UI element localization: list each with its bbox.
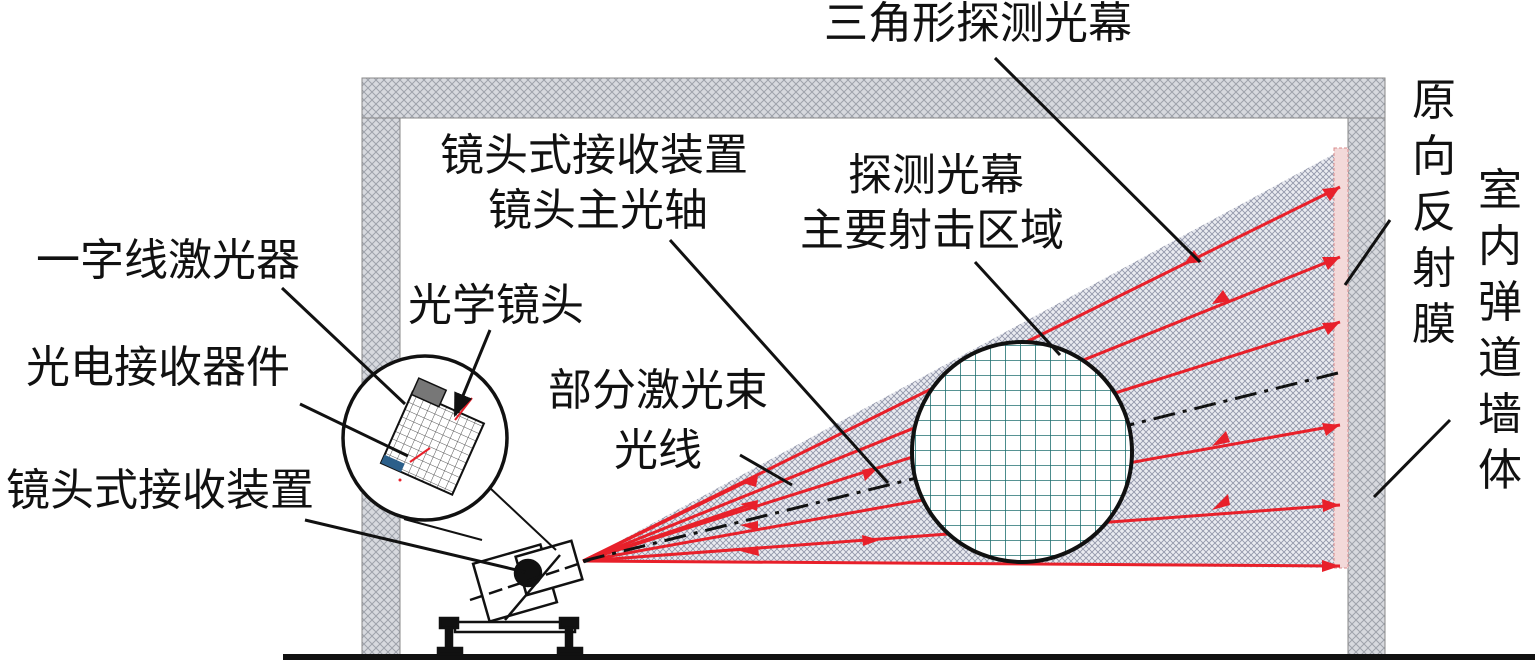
label-lens-axis-1: 镜头式接收装置: [440, 130, 748, 181]
svg-text:反: 反: [1412, 187, 1456, 238]
leader-lines: [280, 56, 1452, 574]
beam-arrow: [862, 535, 880, 546]
photo-receiver-strip: [380, 454, 405, 472]
laser-beam: [582, 503, 751, 563]
beam-arrow: [740, 476, 758, 487]
label-photo-receiver: 光电接收器件: [26, 342, 290, 393]
label-wall: 室 内 弹 道 墙 体: [1478, 165, 1522, 496]
beam-arrow: [1322, 499, 1340, 512]
label-impact-1: 探测光幕: [848, 150, 1024, 201]
leader-lens-axis: [668, 238, 890, 485]
leader-wall: [1372, 418, 1452, 499]
leader-line-laser: [280, 286, 407, 406]
svg-text:原: 原: [1412, 75, 1456, 126]
label-impact-2: 主要射击区域: [800, 205, 1064, 256]
tripod-leg-right: [556, 616, 584, 656]
svg-text:道: 道: [1478, 333, 1522, 384]
beam-arrow: [740, 521, 758, 531]
leader-beam: [739, 453, 793, 487]
beam-arrow: [1322, 560, 1340, 572]
beam-arrow: [1322, 322, 1340, 335]
receiver-device: [436, 539, 591, 656]
laser-beam: [582, 478, 751, 563]
impact-region: [910, 340, 1134, 564]
svg-text:弹: 弹: [1478, 277, 1522, 328]
svg-text:内: 内: [1478, 221, 1522, 272]
beam-arrow: [1212, 431, 1230, 446]
optical-lens-block: [379, 390, 486, 497]
line-laser-block: [410, 377, 448, 408]
label-line-laser: 一字线激光器: [36, 235, 300, 286]
tripod-rail: [453, 620, 577, 634]
svg-text:膜: 膜: [1412, 299, 1456, 350]
label-triangle-screen: 三角形探测光幕: [824, 0, 1132, 49]
label-lens-axis-2: 镜头主光轴: [488, 185, 708, 236]
label-receiver-device: 镜头式接收装置: [6, 465, 314, 516]
laser-beam: [582, 559, 1341, 568]
beam-arrow: [1212, 494, 1230, 510]
leader-photo-receiver: [299, 402, 409, 458]
indoor-wall: [361, 77, 1386, 657]
beam-arrow: [1212, 290, 1230, 304]
svg-text:墙: 墙: [1478, 389, 1522, 440]
beam-arrow: [1322, 187, 1340, 201]
label-beam-2: 光线: [614, 425, 702, 476]
svg-text:室: 室: [1478, 165, 1522, 216]
leader-triangle-screen: [993, 56, 1202, 264]
svg-text:向: 向: [1412, 131, 1456, 182]
label-retro-film: 原 向 反 射 膜: [1412, 75, 1456, 350]
leader-retro-film: [1343, 219, 1392, 286]
label-optical-lens: 光学镜头: [408, 280, 584, 331]
retroreflective-film: [1333, 147, 1349, 569]
svg-text:体: 体: [1478, 445, 1522, 496]
tripod-leg-left: [436, 616, 464, 656]
leader-optical-lens: [453, 329, 492, 418]
leader-impact: [973, 260, 1062, 357]
beam-arrow: [1322, 257, 1340, 270]
beam-arrow: [1322, 423, 1340, 436]
beam-arrow: [740, 546, 759, 556]
label-beam-1: 部分激光束: [548, 365, 768, 416]
labels: 三角形探测光幕 原 向 反 射 膜 室 内 弹 道 墙 体 镜头式接收装置 镜头…: [6, 0, 1522, 516]
beam-arrows: [740, 187, 1340, 572]
svg-text:射: 射: [1412, 243, 1456, 294]
leader-receiver-device: [304, 518, 526, 574]
beam-arrow: [740, 500, 758, 511]
